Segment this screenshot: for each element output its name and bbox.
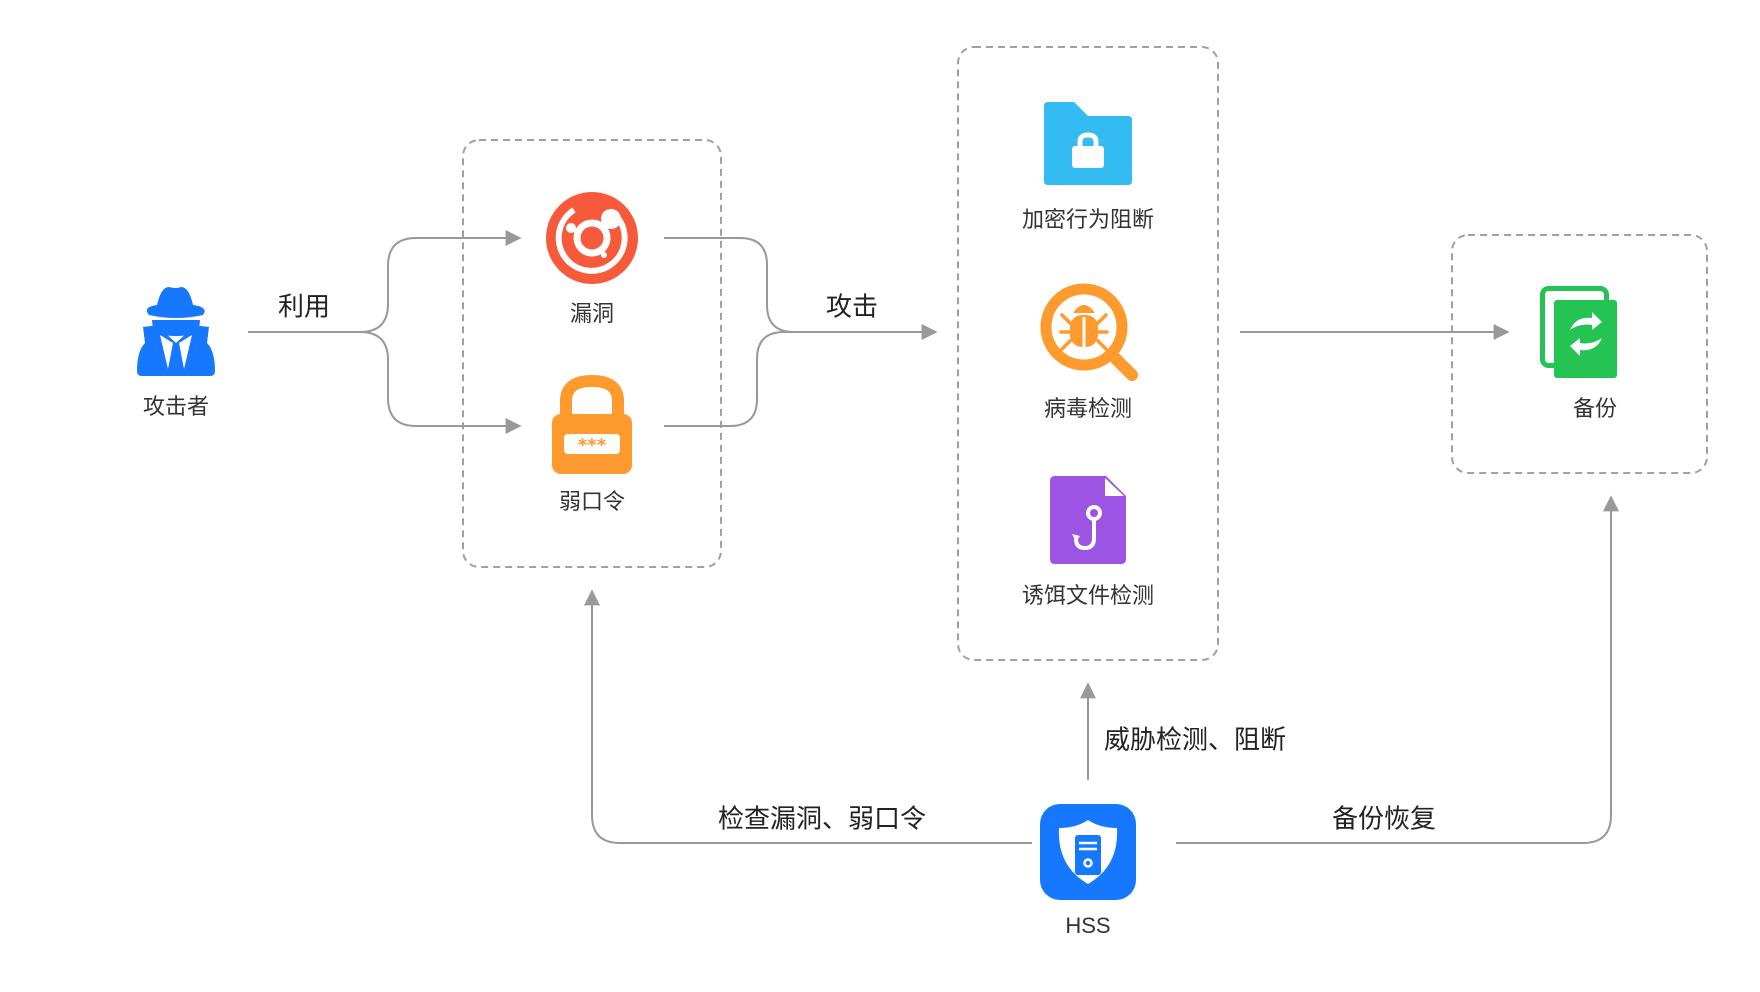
edge-attacker-to-vulnerability [248, 230, 522, 333]
vulnerability-label: 漏洞 [569, 302, 615, 327]
shield-server-icon [1040, 804, 1136, 900]
attacker-label: 攻击者 [142, 395, 210, 420]
backup-sync-icon [1540, 286, 1617, 378]
bait-file-label: 诱饵文件检测 [1021, 584, 1155, 609]
edge-weak-password-merge [664, 331, 785, 427]
edge-hss-to-backup [1176, 495, 1619, 844]
threat-detect-edge-label: 威胁检测、阻断 [1104, 725, 1287, 756]
password-lock-icon: *** [552, 374, 632, 474]
protection-group-box [957, 46, 1219, 661]
hss-label: HSS [1065, 913, 1111, 938]
restore-edge-label: 备份恢复 [1331, 804, 1437, 835]
backup-label: 备份 [1572, 397, 1618, 422]
encrypt-block-label: 加密行为阻断 [1021, 208, 1155, 233]
spy-icon [137, 287, 215, 376]
edge-hss-to-vulnerability-group [584, 589, 1032, 844]
edge-attacker-to-weak-password [359, 331, 522, 434]
bug-search-icon [1040, 283, 1138, 381]
target-icon [546, 192, 638, 284]
exploit-edge-label: 利用 [277, 292, 331, 323]
hook-file-icon [1050, 476, 1126, 564]
backup-group-box [1451, 234, 1708, 474]
svg-text:***: *** [578, 435, 607, 456]
check-vuln-edge-label: 检查漏洞、弱口令 [717, 804, 927, 835]
edge-vulnerability-merge [664, 237, 795, 333]
virus-detect-label: 病毒检测 [1043, 397, 1133, 422]
weak-password-label: 弱口令 [558, 490, 626, 515]
attack-edge-label: 攻击 [825, 292, 879, 323]
locked-folder-icon [1044, 102, 1132, 185]
vulnerability-group-box [462, 139, 722, 568]
